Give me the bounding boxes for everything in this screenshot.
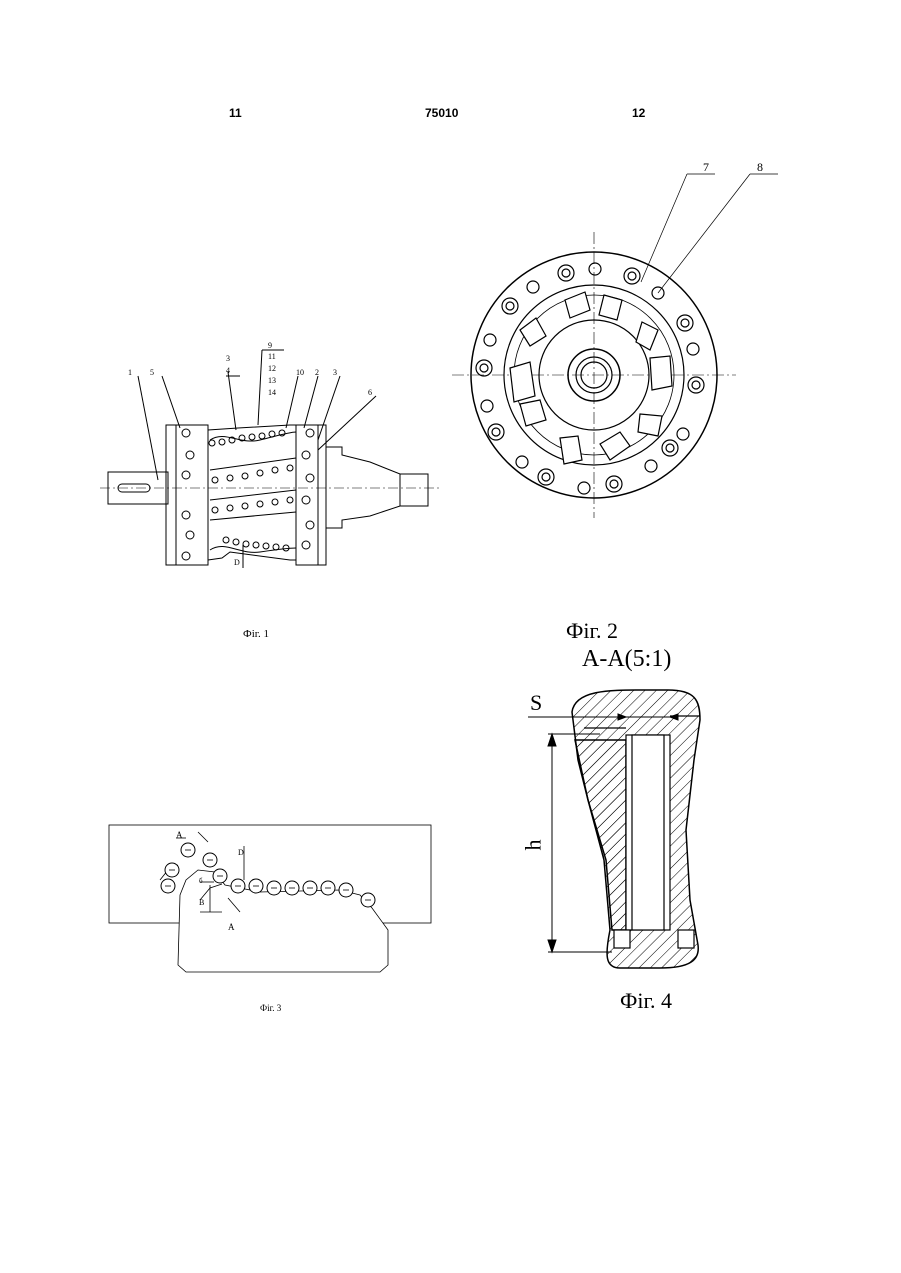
fig4-caption: Фіг. 4 [620,988,672,1014]
fig4-label-s: S [530,690,542,716]
fig4-label-h: h [521,840,547,851]
